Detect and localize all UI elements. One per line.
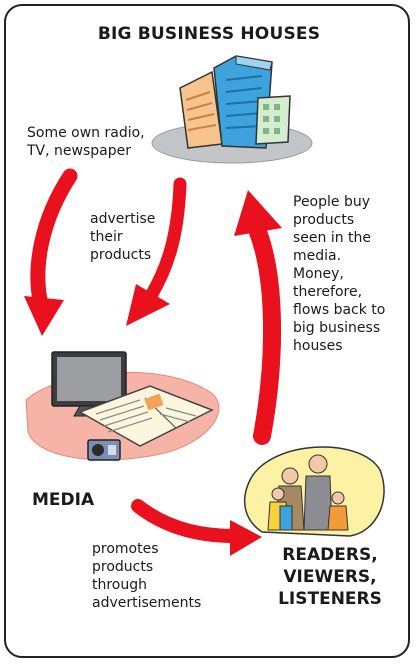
arrow-head-promotes bbox=[230, 520, 262, 556]
family-illustration bbox=[243, 446, 385, 537]
arrow-promotes bbox=[131, 499, 241, 543]
arrow-head-advertise bbox=[126, 284, 170, 326]
arrows bbox=[24, 168, 282, 556]
buildings-illustration bbox=[151, 55, 313, 164]
money-flow-note: People buy products seen in the media. M… bbox=[293, 194, 386, 354]
arrow-money-flow bbox=[249, 223, 282, 445]
audience-label: READERS, VIEWERS, LISTENERS bbox=[278, 545, 382, 609]
ownership-note: Some own radio, TV, newspaper bbox=[27, 125, 145, 159]
arrow-head-money-flow bbox=[234, 190, 282, 236]
diagram-title: BIG BUSINESS HOUSES bbox=[97, 24, 321, 44]
arrow-head-left bbox=[24, 296, 64, 336]
diagram-frame bbox=[4, 4, 410, 658]
arrow-advertise bbox=[145, 177, 187, 301]
media-label: MEDIA bbox=[32, 490, 95, 510]
arrow-business-to-media-left bbox=[30, 168, 78, 308]
promotes-note: promotes products through advertisements bbox=[92, 541, 202, 611]
media-illustration bbox=[25, 351, 220, 461]
advertise-note: advertise their products bbox=[90, 211, 156, 263]
